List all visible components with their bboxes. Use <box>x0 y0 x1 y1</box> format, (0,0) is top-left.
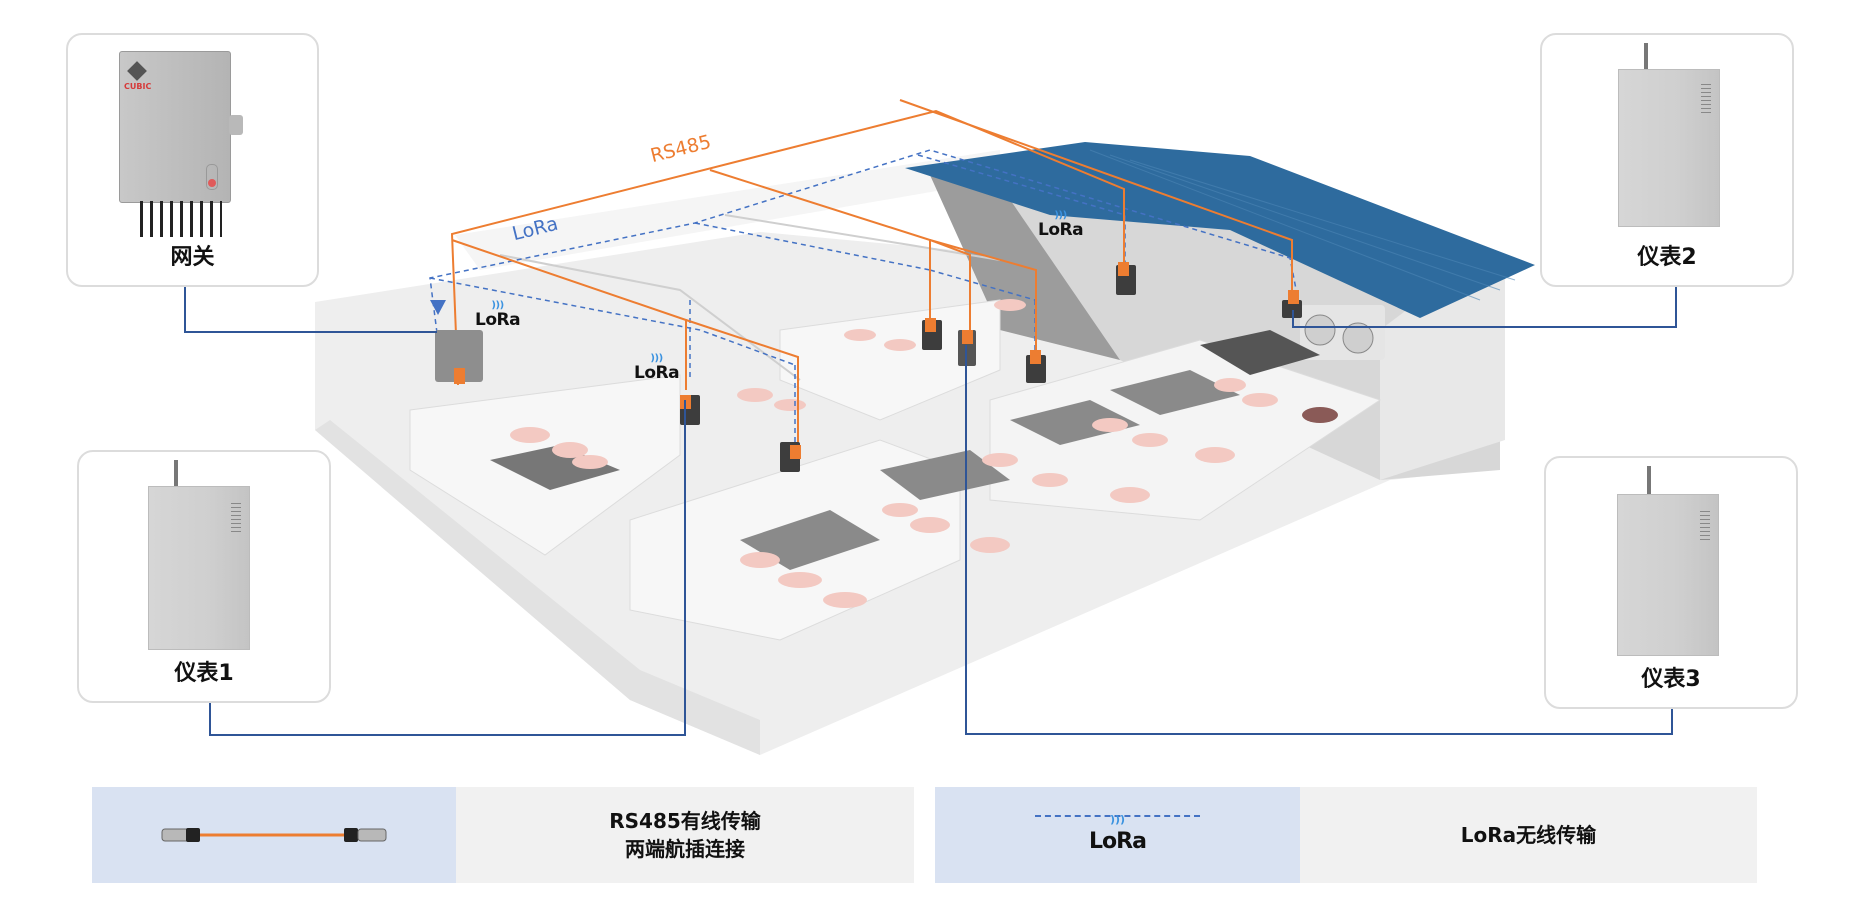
legend-lora-icon-cell: ))) LoRa <box>935 787 1300 883</box>
wireless-signal-icon: ))) <box>491 300 504 311</box>
meter3-label: 仪表3 <box>1641 667 1701 692</box>
rs485-wiring <box>450 99 1293 455</box>
back-wall <box>455 150 1000 270</box>
feed-trough <box>490 445 620 490</box>
feed-trough <box>1010 400 1140 445</box>
lora-badge: ))) LoRa <box>475 300 521 331</box>
feed-trough <box>1200 330 1320 375</box>
legend-lora-text-cell: LoRa无线传输 <box>1300 787 1757 883</box>
feed-trough <box>1110 370 1240 415</box>
rs485-connector <box>962 330 973 344</box>
meter3-card: 仪表3 <box>1544 456 1798 709</box>
aviation-plug-cable-icon <box>161 828 387 842</box>
exhaust-fan-icon <box>1304 314 1336 346</box>
wireless-signal-icon: ))) <box>1054 210 1067 221</box>
antenna <box>174 460 178 486</box>
antenna <box>1647 466 1651 496</box>
rs485-connector <box>454 368 465 384</box>
wireless-signal-icon: ))) <box>650 353 663 364</box>
pen-block <box>779 299 1001 421</box>
rs485-connector <box>1030 350 1041 364</box>
card-wires <box>184 287 1677 736</box>
antenna <box>1644 43 1648 69</box>
meter1-card: 仪表1 <box>77 450 331 703</box>
dashed-line-icon <box>1035 814 1200 817</box>
exhaust-fan-icon <box>1342 322 1374 354</box>
meter2-label: 仪表2 <box>1637 245 1697 270</box>
barn-floor-shadow <box>315 420 760 755</box>
wireless-signal-icon: ))) <box>1109 812 1126 826</box>
legend-rs485-subtitle: 两端航插连接 <box>625 837 745 861</box>
meter1-label: 仪表1 <box>174 661 234 686</box>
legend-lora-title: LoRa无线传输 <box>1460 823 1597 847</box>
legend-lora-logo: LoRa <box>1089 828 1147 854</box>
barn-roof <box>905 142 1535 318</box>
barn-end-wall <box>1380 270 1505 480</box>
legend-rs485-text-cell: RS485有线传输 两端航插连接 <box>456 787 914 883</box>
pigs <box>510 299 1338 608</box>
sensor-box <box>1282 300 1302 318</box>
rs485-connector <box>925 318 936 332</box>
vent-icon <box>1701 84 1711 114</box>
meter-device-image <box>1618 69 1720 227</box>
meter2-card: 仪表2 <box>1540 33 1794 287</box>
rs485-connector <box>1288 290 1299 304</box>
gateway-device-image: CUBIC <box>119 51 231 203</box>
vent-icon <box>1700 511 1710 541</box>
cubic-logo <box>127 61 147 81</box>
vent-icon <box>231 503 241 533</box>
feed-trough <box>880 450 1010 500</box>
cable-bundle <box>140 201 222 237</box>
meter-device-image <box>1617 494 1719 656</box>
mount-tab <box>229 115 243 135</box>
lora-badge: ))) LoRa <box>634 353 680 384</box>
legend-rs485-title: RS485有线传输 <box>609 809 761 833</box>
lora-badge: ))) LoRa <box>1038 210 1084 241</box>
gateway-card: CUBIC 网关 <box>66 33 319 287</box>
legend-rs485-icon-cell <box>92 787 456 883</box>
rs485-connector <box>1118 262 1129 276</box>
gateway-device-small <box>435 330 483 382</box>
rs485-connector <box>790 445 801 459</box>
meter-device-image <box>148 486 250 650</box>
lora-arrow-icon <box>430 300 446 315</box>
brand-text: CUBIC <box>124 82 152 91</box>
power-button-icon <box>206 164 218 190</box>
gateway-label: 网关 <box>170 245 215 270</box>
